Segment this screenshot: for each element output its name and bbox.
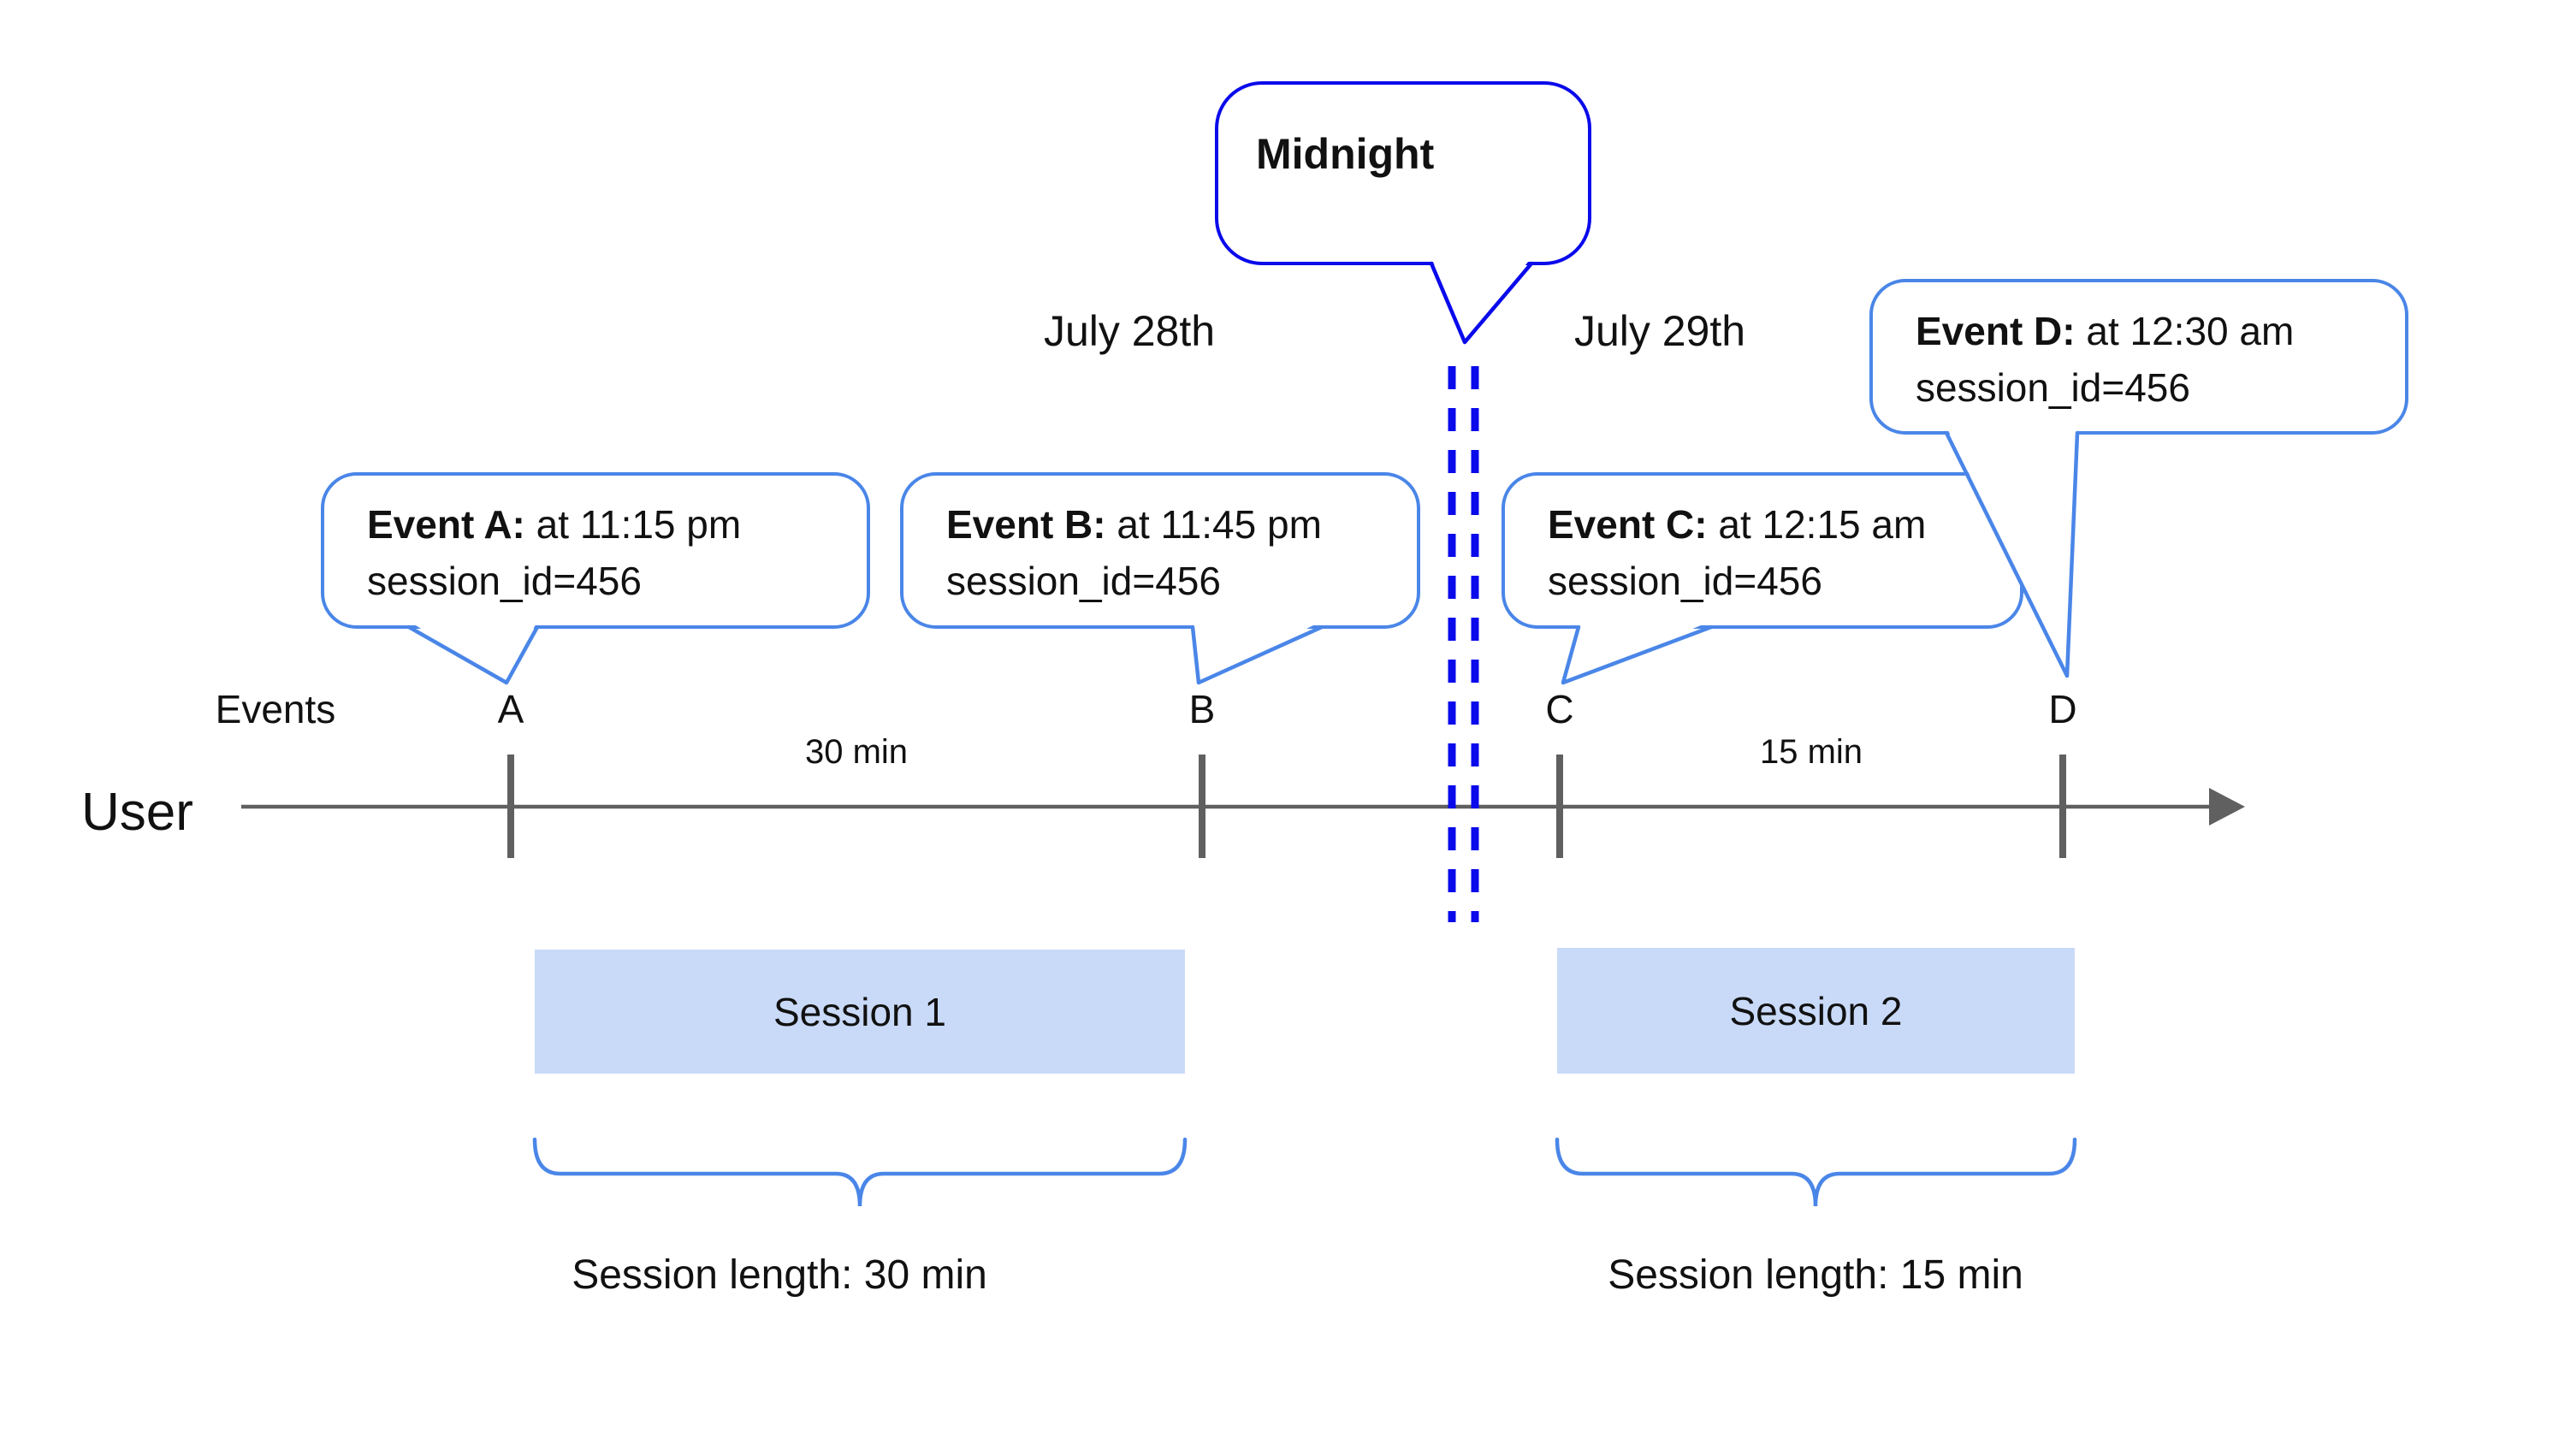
session-2-brace <box>1555 1137 2077 1207</box>
event-c-time: at 12:15 am <box>1707 502 1927 547</box>
session-1-box: Session 1 <box>535 950 1185 1074</box>
tick-b <box>1199 755 1205 858</box>
event-d-callout: Event D: at 12:30 am session_id=456 <box>1869 279 2408 435</box>
event-a-tail-fill <box>409 621 537 683</box>
event-a-title: Event A: <box>367 502 525 547</box>
midnight-label: Midnight <box>1256 130 1435 178</box>
tick-d <box>2059 755 2066 858</box>
session-2-length-label: Session length: 15 min <box>1608 1252 2023 1298</box>
event-a-tail <box>406 624 540 685</box>
event-letter-c: C <box>1545 687 1574 731</box>
gap-label-30-min: 30 min <box>804 733 909 771</box>
event-a-session-id: session_id=456 <box>367 559 642 603</box>
event-c-title: Event C: <box>1548 502 1708 547</box>
event-a-callout: Event A: at 11:15 pm session_id=456 <box>321 472 870 629</box>
tick-a <box>507 755 514 858</box>
event-c-callout: Event C: at 12:15 am session_id=456 <box>1502 472 2023 629</box>
timeline-arrowhead-icon <box>2209 788 2245 826</box>
event-a-text: Event A: at 11:15 pm session_id=456 <box>324 476 867 609</box>
event-c-session-id: session_id=456 <box>1548 559 1822 603</box>
event-letter-b: B <box>1188 687 1216 731</box>
event-b-title: Event B: <box>946 502 1106 547</box>
event-b-tail-fill <box>1193 621 1322 683</box>
session-1-length-label: Session length: 30 min <box>572 1252 987 1298</box>
event-c-tail <box>1561 624 1714 685</box>
gap-label-15-min: 15 min <box>1759 733 1863 771</box>
event-c-tail-fill <box>1563 621 1711 683</box>
event-d-time: at 12:30 am <box>2075 309 2295 353</box>
session-1-label: Session 1 <box>773 989 946 1034</box>
tick-c <box>1556 755 1563 858</box>
event-b-tail <box>1190 624 1324 685</box>
event-letter-d: D <box>2048 687 2077 731</box>
events-axis-label: Events <box>215 687 336 731</box>
date-label-july-28: July 28th <box>1043 307 1216 355</box>
event-c-text: Event C: at 12:15 am session_id=456 <box>1505 476 2020 609</box>
session-1-brace <box>532 1137 1188 1207</box>
event-letter-a: A <box>497 687 524 731</box>
session-2-box: Session 2 <box>1557 948 2075 1074</box>
session-2-label: Session 2 <box>1729 988 1903 1033</box>
event-d-text: Event D: at 12:30 am session_id=456 <box>1873 282 2405 416</box>
date-label-july-29: July 29th <box>1573 307 1746 355</box>
midnight-callout: Midnight <box>1215 81 1591 265</box>
user-axis-label: User <box>81 783 193 842</box>
event-b-time: at 11:45 pm <box>1105 502 1322 547</box>
event-b-callout: Event B: at 11:45 pm session_id=456 <box>900 472 1420 629</box>
event-b-session-id: session_id=456 <box>946 559 1221 603</box>
event-d-session-id: session_id=456 <box>1916 365 2190 410</box>
event-a-time: at 11:15 pm <box>524 502 742 547</box>
event-b-text: Event B: at 11:45 pm session_id=456 <box>903 476 1417 609</box>
event-d-title: Event D: <box>1916 309 2076 353</box>
